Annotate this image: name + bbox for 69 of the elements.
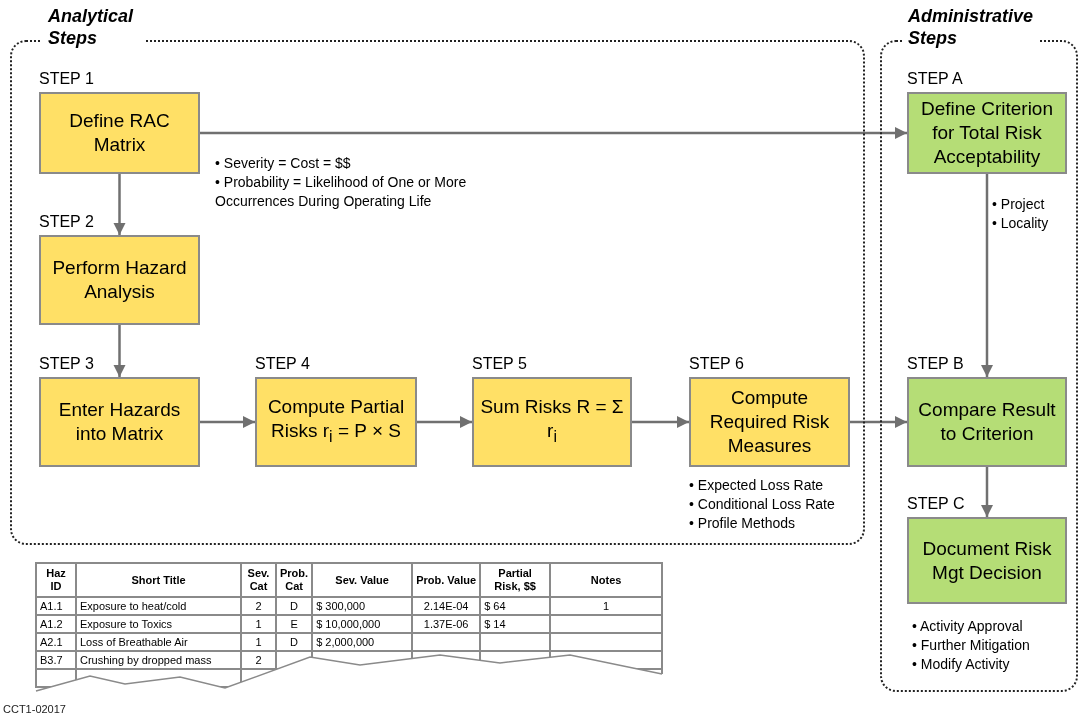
table-cell: 1.37E-06 [412, 615, 481, 633]
table-cell: Crushing by dropped mass [76, 651, 241, 669]
arrow [632, 415, 689, 429]
bullet-note: • Expected Loss Rate [689, 476, 825, 495]
box-text: Perform Hazard Analysis [51, 256, 188, 304]
bullet-note: • Activity Approval [912, 617, 1024, 636]
table-cell: 1 [241, 633, 276, 651]
box-text: Compute Partial Risks r$_{i}$ = P × S [266, 395, 406, 447]
bullet-note: • Conditional Loss Rate [689, 495, 835, 514]
step-label: STEP 4 [255, 355, 310, 373]
table-cell: 1 [241, 615, 276, 633]
box-text: Document Risk Mgt Decision [921, 536, 1053, 585]
step-label: STEP A [907, 70, 963, 88]
column-header: Short Title [76, 563, 241, 597]
table-cell: 2 [241, 597, 276, 615]
box-text: Compare Result to Criterion [917, 398, 1057, 446]
table-cell: $ 2,000,000 [312, 633, 413, 651]
table-cell: $ 300,000 [312, 597, 413, 615]
arrow [980, 174, 994, 377]
bullet-note: • Further Mitigation [912, 636, 1030, 655]
table-cell: A1.1 [36, 597, 76, 615]
box-text: Sum Risks R = Σ r$_{i}$ [479, 395, 625, 447]
table-cell: $ 64 [480, 597, 551, 615]
arrow [850, 415, 907, 429]
table-cell: 2.14E-04 [412, 597, 481, 615]
step-label: STEP 5 [472, 355, 527, 373]
table-cell: Exposure to heat/cold [76, 597, 241, 615]
table-cell: D [276, 633, 313, 651]
arrow [980, 467, 994, 517]
bullet-note: • Project [992, 195, 1046, 214]
bullet-note: • Severity = Cost = $$ [215, 154, 352, 173]
table-cell: A1.2 [36, 615, 76, 633]
table-cell: $ 10,000,000 [312, 615, 413, 633]
column-header: Notes [550, 563, 663, 597]
table-cell: Exposure to Toxics [76, 615, 241, 633]
table-cell: 2 [241, 651, 276, 669]
arrow [417, 415, 472, 429]
bullet-note: • Profile Methods [689, 514, 797, 533]
box-text: Define RAC Matrix [68, 109, 171, 157]
column-header: Partial Risk, $$ [480, 563, 551, 597]
arrow [200, 415, 255, 429]
step-label: STEP 1 [39, 70, 94, 88]
step-label: STEP B [907, 355, 964, 373]
step-label: STEP 3 [39, 355, 94, 373]
column-header: Haz ID [36, 563, 76, 597]
box-text: Define Criterion for Total Risk Acceptability [920, 97, 1054, 169]
column-header: Sev. Cat [241, 563, 276, 597]
arrow [113, 325, 126, 377]
table-cell: A2.1 [36, 633, 76, 651]
arrow [200, 126, 907, 140]
table-cell: Loss of Breathable Air [76, 633, 241, 651]
table-cell: D [276, 597, 313, 615]
bullet-note: • Modify Activity [912, 655, 1011, 674]
table-cell: E [276, 615, 313, 633]
bullet-note: • Locality [992, 214, 1049, 233]
step-label: STEP 6 [689, 355, 744, 373]
arrow [113, 174, 126, 235]
bullet-note: • Probability = Likelihood of One or More Occurrences During Operating Life [215, 173, 468, 211]
box-text: Compute Required Risk Measures [708, 386, 831, 458]
step-label: STEP 2 [39, 213, 94, 231]
table-cell: B3.7 [36, 651, 76, 669]
figure-code: CCT1-02017 [3, 703, 66, 715]
table-cell: $ 14 [480, 615, 551, 633]
column-header: Sev. Value [312, 563, 413, 597]
column-header: Prob. Value [412, 563, 481, 597]
box-text: Enter Hazards into Matrix [57, 398, 182, 446]
column-header: Prob. Cat [276, 563, 313, 597]
table-cell: 1 [550, 597, 663, 615]
step-label: STEP C [907, 495, 965, 513]
